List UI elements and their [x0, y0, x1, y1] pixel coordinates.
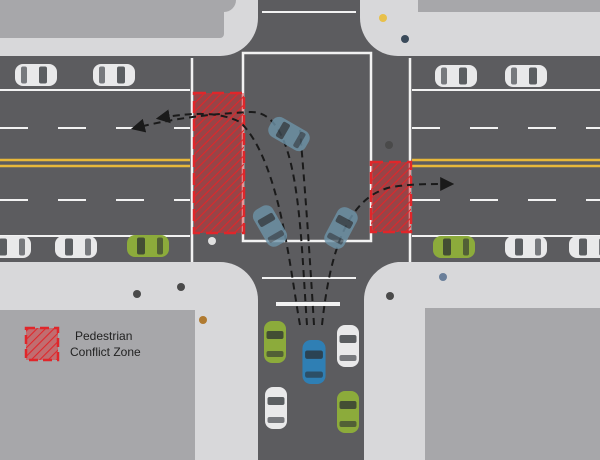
block-top-left: [0, 0, 258, 56]
block-bottom-left: [0, 262, 258, 460]
pedestrians: [133, 14, 447, 324]
legend: Pedestrian Conflict Zone: [24, 326, 141, 362]
legend-swatch: [24, 326, 60, 362]
block-bottom-right: [363, 262, 600, 460]
path-left-turn-wide: [130, 110, 308, 326]
path-right-turn: [321, 177, 455, 326]
path-through: [299, 129, 315, 326]
vehicle-paths: [130, 109, 455, 326]
conflict-zone-right: [369, 160, 413, 234]
legend-label-line2: Conflict Zone: [70, 345, 141, 359]
legend-label-line1: Pedestrian: [75, 329, 132, 343]
path-left-turn-inner: [155, 109, 301, 326]
block-top-right: [360, 0, 600, 56]
center-line: [0, 158, 600, 168]
